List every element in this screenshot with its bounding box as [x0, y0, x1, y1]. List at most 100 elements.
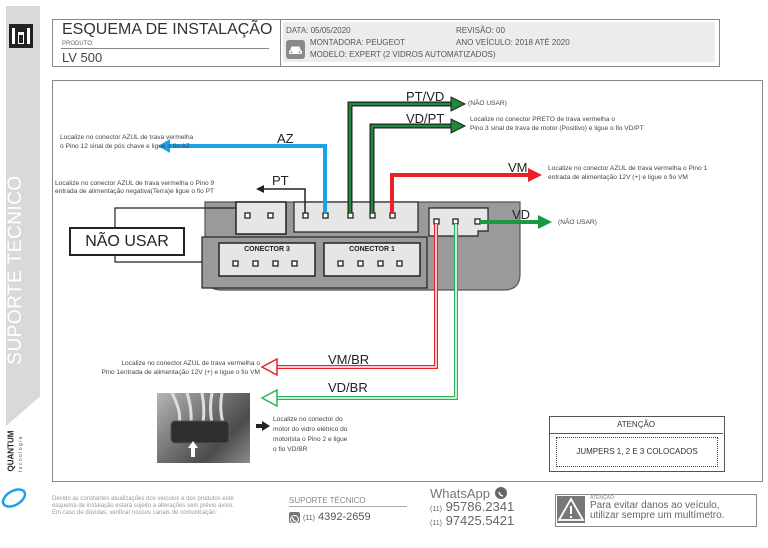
arrow-pt-vd: [450, 96, 467, 112]
warning-icon: [557, 496, 585, 523]
label-pt-vd: PT/VD: [406, 89, 445, 104]
whatsapp-number: 95786.2341: [445, 499, 515, 514]
arrow-vm: [528, 168, 542, 182]
whatsapp-area-code: (11): [430, 520, 442, 527]
disclaimer-line: Em caso de dúvidas, verificar nossos can…: [52, 510, 218, 516]
label-pt: PT: [272, 173, 289, 188]
pin: [433, 218, 440, 225]
warning-label: ATENÇÃO:: [590, 495, 616, 501]
disclaimer: Devido as constantes atualizações dos ve…: [52, 496, 234, 517]
support-divider: [289, 506, 407, 507]
connector-1-label: CONECTOR 1: [349, 246, 395, 253]
note-vd-br-4: o fio VD/BR: [273, 446, 308, 453]
label-az: AZ: [277, 131, 294, 146]
note-pt-vd: (NÃO USAR): [468, 100, 507, 107]
pin: [357, 260, 364, 267]
support-number: 4392-2659: [318, 511, 371, 523]
support-phone[interactable]: (11) 4392-2659: [303, 511, 371, 523]
page-title: ESQUEMA DE INSTALAÇÃO: [62, 21, 273, 38]
whatsapp-number-1[interactable]: (11) 95786.2341: [430, 499, 514, 514]
note-vd-pt-1: Localize no conector PRETO de trava verm…: [470, 116, 616, 123]
arrow-vm-br: [260, 357, 278, 377]
note-vd-br-1: Localize no conector do: [273, 416, 343, 423]
whatsapp-icon: [495, 487, 507, 499]
arrow-vd-br: [260, 388, 278, 408]
pin: [396, 260, 403, 267]
note-az-1: Localize no conector AZUL de trava verme…: [60, 134, 194, 141]
warning-box: [555, 494, 757, 527]
arrow-vd: [538, 215, 552, 229]
connector-photo: [157, 392, 250, 463]
pin: [377, 260, 384, 267]
arrow-photo: [262, 421, 270, 431]
pin: [322, 212, 329, 219]
arrow-az: [158, 139, 170, 153]
connector-3-label: CONECTOR 3: [244, 246, 290, 253]
wire-pt-vd: [348, 102, 452, 213]
pin: [347, 212, 354, 219]
pin: [291, 260, 298, 267]
note-pt-2: entrada de alimentação negativa(Terra)e …: [55, 188, 215, 195]
pin: [302, 212, 309, 219]
header-box: [52, 19, 282, 67]
note-az-2: o Pino 12 sinal de pós chave e ligue o f…: [60, 143, 190, 150]
label-vd-br: VD/BR: [328, 380, 368, 395]
model-text: MODELO: EXPERT (2 VIDROS AUTOMATIZADOS): [310, 50, 496, 59]
note-vd-pt-2: Pino 3 sinal de trava de motor (Positivo…: [470, 125, 644, 132]
support-area-code: (11): [303, 515, 315, 522]
attention-box: [549, 416, 725, 472]
date-text: DATA: 05/05/2020: [286, 26, 351, 35]
wire-vd-pt-outline: [369, 123, 452, 213]
whatsapp-area-code: (11): [430, 506, 442, 513]
year-text: ANO VEÍCULO: 2018 ATÉ 2020: [456, 38, 570, 47]
pin: [232, 260, 239, 267]
note-vm-2: entrada de alimentação 12V (+) e ligue o…: [548, 174, 688, 181]
whatsapp-label: WhatsApp: [430, 486, 490, 501]
whatsapp-number-2[interactable]: (11) 97425.5421: [430, 513, 514, 528]
wire-vm: [390, 173, 530, 213]
product-name: LV 500: [62, 50, 103, 65]
whatsapp-number: 97425.5421: [445, 513, 515, 528]
pin: [244, 212, 251, 219]
pin: [474, 218, 481, 225]
label-vm: VM: [508, 160, 528, 175]
note-pt-1: Localize no conector AZUL de trava verme…: [55, 180, 215, 187]
disclaimer-line: Devido as constantes atualizações dos ve…: [52, 496, 234, 502]
label-vm-br: VM/BR: [328, 352, 370, 367]
wire-vd-br-inner: [276, 224, 457, 399]
pin: [337, 260, 344, 267]
arrow-pt: [256, 185, 264, 193]
note-vm-br-2: Pino 1entrada de alimentação 12V (+) e l…: [101, 369, 260, 376]
label-vd-pt: VD/PT: [406, 111, 445, 126]
warning-line-2: utilizar sempre um multímetro.: [590, 510, 725, 521]
pin: [252, 260, 259, 267]
warning-text: Para evitar danos ao veículo, utilizar s…: [590, 501, 724, 521]
note-vd-br-2: motor do vidro elétrico do: [273, 426, 348, 433]
pin: [267, 212, 274, 219]
revision-text: REVISÃO: 00: [456, 26, 505, 35]
nao-usar-label: NÃO USAR: [69, 227, 185, 256]
connector-3: [218, 242, 316, 277]
pin: [272, 260, 279, 267]
nao-usar-line-top: [114, 207, 236, 227]
jumper-connector: [235, 201, 287, 235]
car-icon: [286, 40, 305, 59]
note-vm-br-1: Localize no conector AZUL de trava verme…: [121, 360, 260, 367]
phone-icon: [289, 512, 300, 524]
disclaimer-line: esquema de instalação estará sujeito a a…: [52, 503, 234, 509]
wire-vd-pt: [370, 124, 452, 213]
wire-pt: [263, 188, 306, 213]
wire-az: [168, 144, 327, 213]
attention-title: ATENÇÃO: [549, 416, 723, 434]
warning-line-1: Para evitar danos ao veículo,: [590, 500, 720, 511]
note-vm-1: Localize no conector AZUL de trava verme…: [548, 165, 708, 172]
main-connector: [293, 201, 419, 233]
sidebar-band: [6, 6, 40, 426]
pin: [389, 212, 396, 219]
maker-text: MONTADORA: PEUGEOT: [310, 38, 405, 47]
note-vd-br-3: motorista o Pino 2 e ligue: [273, 436, 348, 443]
wire-vm-br-inner: [276, 224, 437, 368]
support-label: SUPORTE TÉCNICO: [289, 496, 366, 505]
note-vd: (NÃO USAR): [558, 219, 597, 226]
